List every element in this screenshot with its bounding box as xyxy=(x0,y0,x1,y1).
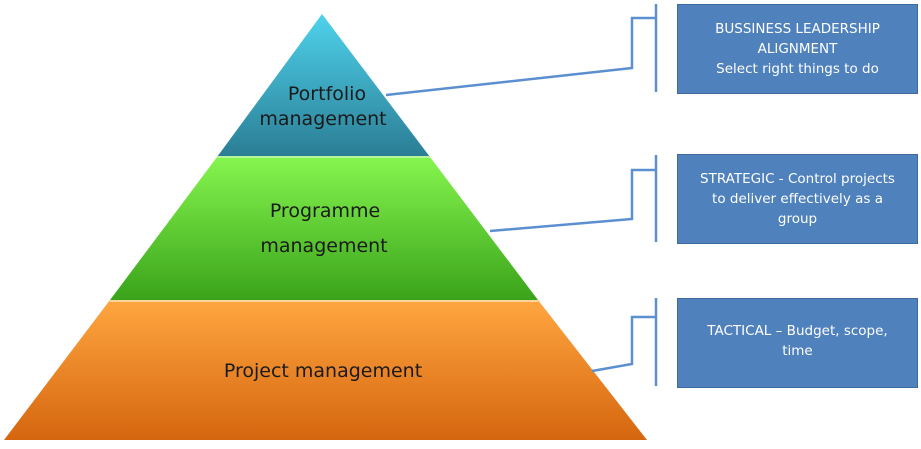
tier-top-label-line1: Portfolio xyxy=(288,83,366,105)
tactical-box: TACTICAL – Budget, scope, time xyxy=(677,298,918,388)
connector-top xyxy=(385,4,658,97)
box-body: time xyxy=(782,343,813,359)
connector-bottom xyxy=(591,298,658,386)
box-heading: TACTICAL xyxy=(707,323,772,339)
tier-top-shape xyxy=(217,14,430,157)
box-body: group xyxy=(777,211,818,227)
connector-middle xyxy=(489,155,658,242)
tier-middle-label-line2: management xyxy=(260,235,387,257)
tier-bottom-shape xyxy=(4,300,647,440)
tier-top-label-line2: management xyxy=(259,108,386,130)
tier-bottom-label: Project management xyxy=(224,360,422,382)
box-body: - Control projects xyxy=(774,171,895,187)
box-heading: ALIGNMENT xyxy=(757,41,838,57)
tier-middle-label-line1: Programme xyxy=(270,200,380,222)
box-body: – Budget, scope, xyxy=(771,323,888,339)
box-body: Select right things to do xyxy=(716,61,879,77)
strategic-box: STRATEGIC - Control projects to deliver … xyxy=(677,154,918,244)
tier-middle-shape xyxy=(110,157,538,300)
business-leadership-box: BUSSINESS LEADERSHIP ALIGNMENT Select ri… xyxy=(677,4,918,94)
box-body: to deliver effectively as a xyxy=(712,191,883,207)
box-heading: BUSSINESS LEADERSHIP xyxy=(715,21,880,37)
box-heading: STRATEGIC xyxy=(700,171,775,187)
